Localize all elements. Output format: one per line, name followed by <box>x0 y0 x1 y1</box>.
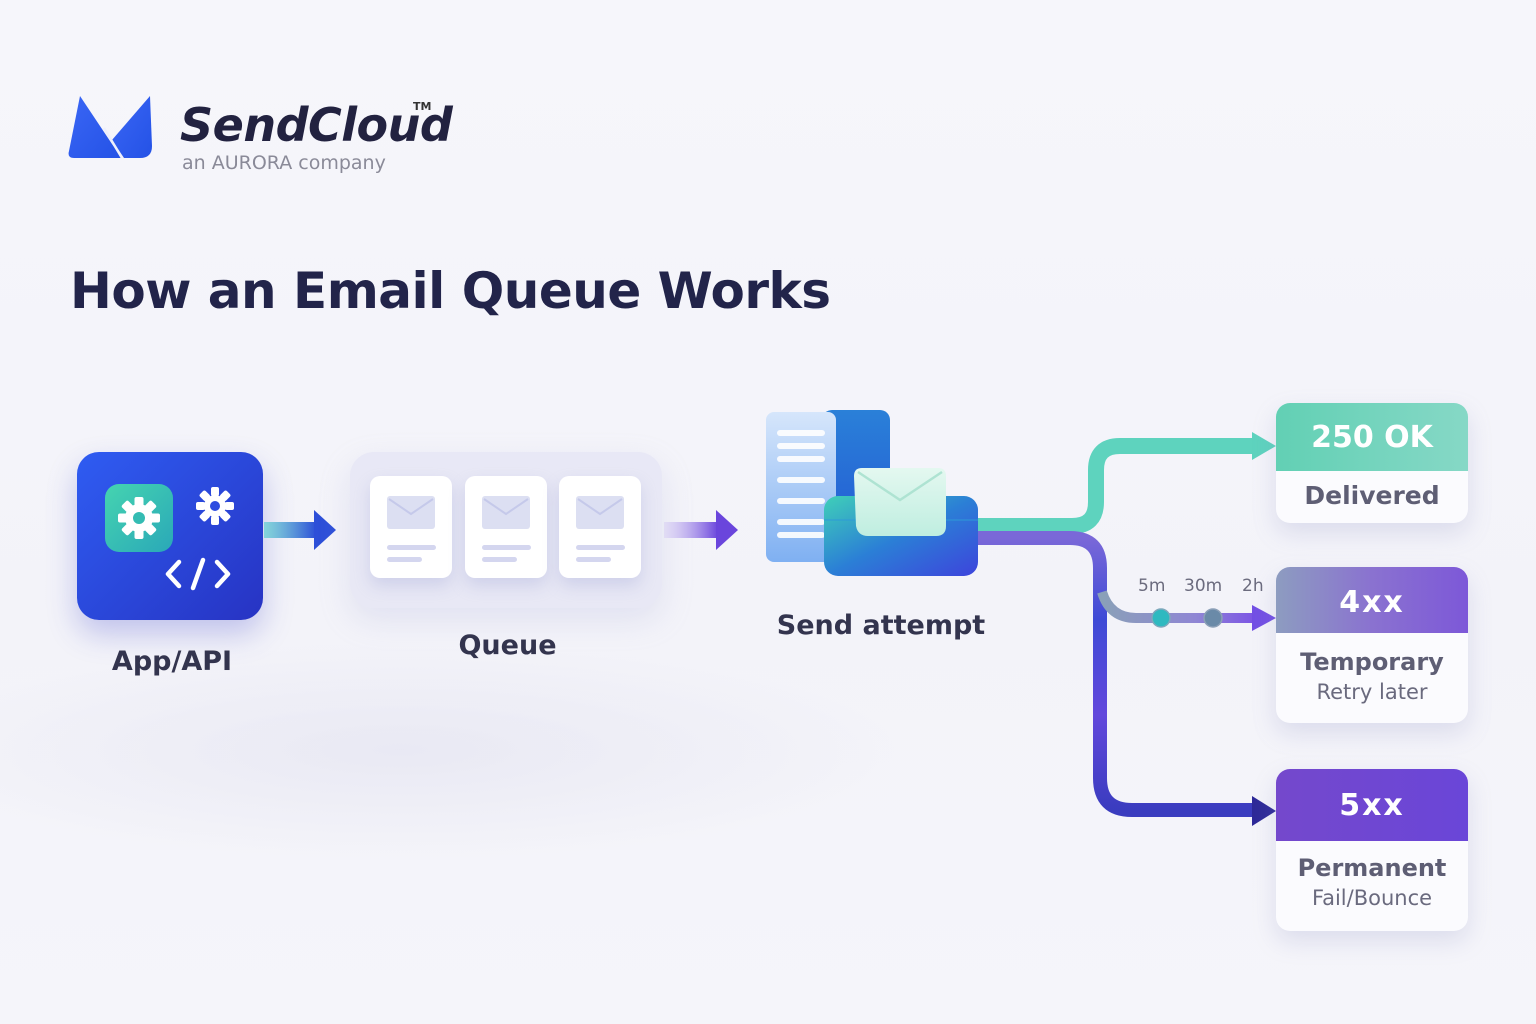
queued-email <box>465 476 547 578</box>
outbox-tray-icon <box>766 410 978 576</box>
queued-email <box>559 476 641 578</box>
background-wave <box>0 640 900 860</box>
app-api-label: App/API <box>111 646 233 677</box>
outcome-card-delivered: 250 OK Delivered <box>1276 403 1468 523</box>
envelope-icon <box>387 496 435 529</box>
status-title: Permanent <box>1297 854 1447 882</box>
brand-tagline: an AURORA company <box>182 152 386 174</box>
arrow-right-icon <box>264 510 336 550</box>
status-title: Delivered <box>1304 481 1440 510</box>
app-tile <box>105 484 173 552</box>
retry-point-5m <box>1151 608 1171 628</box>
brand-name: SendCloud <box>180 98 453 152</box>
status-code: 250 OK <box>1276 403 1468 471</box>
envelope-icon <box>576 496 624 529</box>
code-icon <box>165 557 231 591</box>
app-api-node <box>77 452 263 620</box>
retry-interval-label: 2h <box>1242 576 1264 596</box>
trademark: TM <box>413 100 432 113</box>
status-subtitle: Fail/Bounce <box>1311 886 1433 910</box>
status-title: Temporary <box>1300 648 1444 676</box>
outcome-card-permanent: 5xx Permanent Fail/Bounce <box>1276 769 1468 931</box>
status-code: 5xx <box>1276 769 1468 841</box>
retry-interval-label: 5m <box>1138 576 1166 596</box>
queue-label: Queue <box>458 630 557 661</box>
queue-node <box>350 452 662 608</box>
page-title: How an Email Queue Works <box>70 262 831 320</box>
send-attempt-label: Send attempt <box>776 610 986 641</box>
envelope-icon <box>482 496 530 529</box>
arrow-right-icon <box>664 510 738 550</box>
status-subtitle: Retry later <box>1316 680 1428 704</box>
gear-icon <box>196 487 234 525</box>
queued-email <box>370 476 452 578</box>
retry-interval-label: 30m <box>1184 576 1223 596</box>
retry-point-30m <box>1203 608 1223 628</box>
status-code: 4xx <box>1276 567 1468 633</box>
sendcloud-logo-icon <box>68 96 152 159</box>
gear-icon <box>118 497 160 539</box>
outcome-card-temporary: 4xx Temporary Retry later <box>1276 567 1468 723</box>
